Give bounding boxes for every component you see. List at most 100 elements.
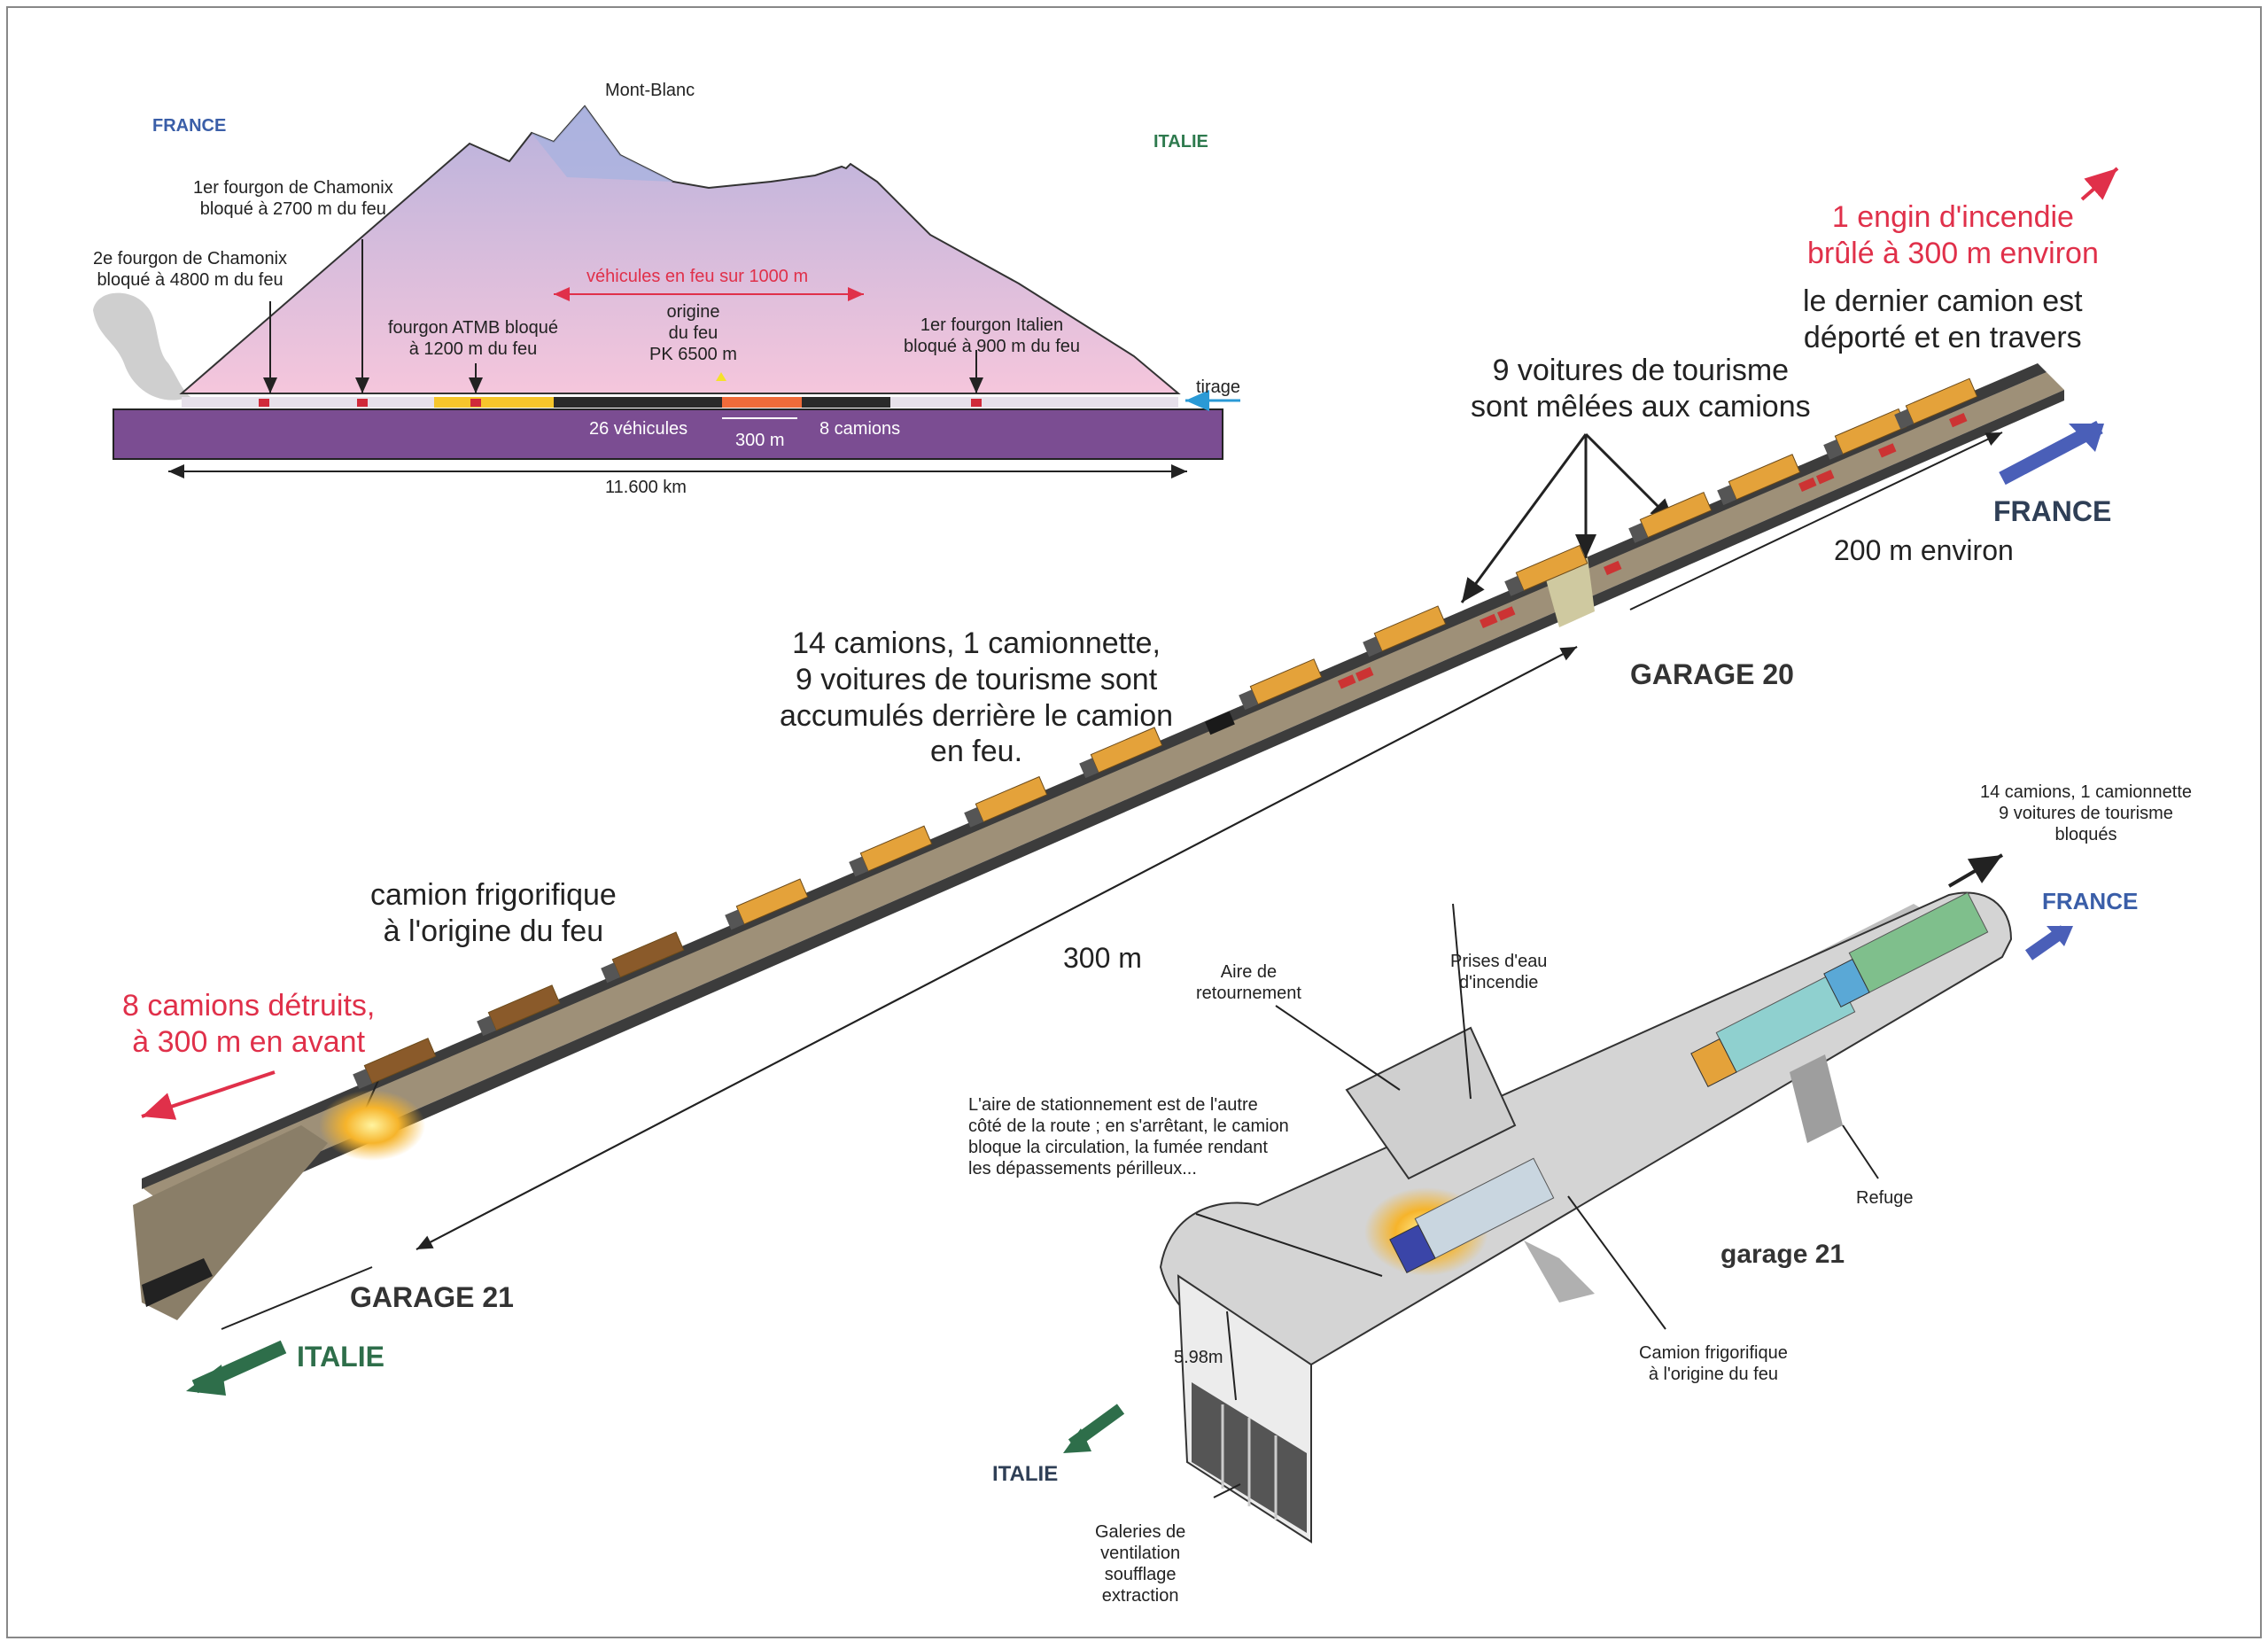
truck-cab [1363, 636, 1382, 657]
garage-20-label: GARAGE 20 [1630, 658, 1794, 690]
galleries-line-4: extraction [1101, 1586, 1179, 1606]
parking-note-label: L'aire de stationnement est de l'autre c… [968, 1094, 1289, 1179]
blocked-line-3: bloqués [2054, 825, 2117, 844]
overview-car [1798, 477, 1817, 493]
turnaround-line-2: retournement [1196, 984, 1301, 1003]
turnaround-bay [1345, 1026, 1517, 1180]
truck-box [1728, 454, 1801, 501]
smoke-plume [93, 292, 190, 401]
overview-car [1878, 443, 1897, 458]
reefer-detail-line-1: Camion frigorifique [1639, 1343, 1788, 1363]
truck-cab [601, 962, 620, 984]
overview-truck [477, 984, 561, 1037]
overview-truck [1894, 377, 1978, 430]
origin-line-3: PK 6500 m [649, 345, 737, 364]
truck-queue [353, 377, 1978, 1090]
span-300-label: 300 m [735, 431, 785, 450]
height-dimension [1226, 1311, 1237, 1401]
overview-italie-label: ITALIE [297, 1341, 384, 1373]
garage-21-recess [1524, 1241, 1595, 1303]
overview-car [1497, 606, 1516, 621]
truck-cab [1079, 758, 1099, 779]
atmb-van-label: fourgon ATMB bloqué à 1200 m du feu [388, 317, 558, 360]
truck-cab [849, 856, 868, 877]
truck-cab [477, 1015, 496, 1037]
distance-200-arrow [1629, 432, 2003, 611]
page-frame [6, 6, 2262, 1638]
tunnel-road-bar [113, 408, 1223, 460]
turnaround-line-1: Aire de [1220, 962, 1278, 982]
fire-origin-label: origine du feu PK 6500 m [649, 301, 737, 365]
accumulated-line-2: 9 voitures de tourisme sont [795, 662, 1158, 696]
truck-cab [1823, 439, 1843, 460]
galleries-line-3: soufflage [1104, 1565, 1177, 1584]
reefer-detail-label: Camion frigorifique à l'origine du feu [1639, 1342, 1788, 1385]
overview-truck [1717, 454, 1801, 506]
truck-box [1515, 544, 1588, 592]
truck-cab [1504, 575, 1524, 596]
van-marker-italian [971, 399, 982, 407]
hydrants-line-2: d'incendie [1458, 973, 1539, 992]
first-italian-van-label: 1er fourgon Italien bloqué à 900 m du fe… [904, 315, 1080, 357]
detail-france-label: FRANCE [2042, 888, 2139, 914]
tunnel-height-label: 5.98m [1174, 1348, 1223, 1367]
hydrant-pointer [1452, 903, 1472, 1100]
mont-blanc-label: Mont-Blanc [605, 81, 695, 100]
destroyed-line-1: 8 camions détruits, [122, 989, 376, 1023]
distance-300-label: 300 m [1063, 942, 1142, 974]
blocked-vehicles-label: 14 camions, 1 camionnette 9 voitures de … [1980, 782, 2192, 845]
overview-truck [1504, 544, 1588, 596]
detail-garage-21-label: garage 21 [1720, 1240, 1845, 1269]
mountain-profile [93, 105, 1240, 478]
fire-glow [319, 1090, 425, 1161]
first-chamonix-van-label: 1er fourgon de Chamonix bloqué à 2700 m … [193, 177, 393, 220]
galleries-line-2: ventilation [1100, 1544, 1181, 1563]
overview-truck [1363, 605, 1447, 657]
reefer-origin-line-2: à l'origine du feu [383, 914, 604, 948]
garage-21-pointer [221, 1266, 373, 1330]
truck-cab [1628, 523, 1648, 543]
second-chamonix-line-2: bloqué à 4800 m du feu [97, 270, 284, 290]
detail-truck-cab [1823, 958, 1870, 1008]
parking-line-3: bloque la circulation, la fumée rendant [968, 1138, 1268, 1157]
destroyed-line-2: à 300 m en avant [132, 1024, 366, 1059]
trucks-8-label: 8 camions [819, 419, 901, 439]
van-marker-1 [357, 399, 368, 407]
cars-pointer-1 [1460, 433, 1588, 603]
detail-italie-arrow-head [1063, 1428, 1091, 1453]
galleries-pointer [1213, 1483, 1241, 1498]
blocked-arrow [1947, 853, 2004, 888]
parking-pointer [1195, 1213, 1383, 1277]
garage-21-label: GARAGE 21 [350, 1281, 514, 1313]
fire-engine-label: 1 engin d'incendie brûlé à 300 m environ [1807, 199, 2099, 272]
origin-line-1: origine [666, 302, 720, 322]
overview-car [1479, 613, 1498, 629]
distance-300-arrow-right [416, 646, 1578, 1250]
tunnel-length-label: 11.600 km [605, 478, 687, 497]
destroyed-arrow [141, 1070, 276, 1120]
atmb-line-2: à 1200 m du feu [408, 339, 538, 359]
parking-line-4: les dépassements périlleux... [968, 1159, 1197, 1178]
tunnel-end-shadow [142, 1258, 213, 1307]
origin-line-2: du feu [668, 323, 718, 343]
turnaround-label: Aire de retournement [1196, 961, 1301, 1004]
overview-truck [725, 878, 809, 930]
refuge-door [1790, 1054, 1843, 1143]
cars-mixed-label: 9 voitures de tourisme sont mêlées aux c… [1471, 353, 1811, 425]
tunnel-segment-clear [182, 397, 434, 408]
blocked-truck-2 [1823, 891, 1989, 1008]
ventilation-galleries-label: Galeries de ventilation soufflage extrac… [1095, 1521, 1185, 1606]
truck-cab [964, 806, 983, 828]
reefer-detail-line-2: à l'origine du feu [1648, 1365, 1778, 1384]
italie-big-arrow-head [186, 1365, 226, 1396]
second-chamonix-van-label: 2e fourgon de Chamonix bloqué à 4800 m d… [93, 248, 287, 291]
cars-pointer-3 [1584, 432, 1676, 525]
accumulated-line-4: en feu. [930, 735, 1023, 769]
refuge-pointer [1842, 1124, 1879, 1179]
hydrants-label: Prises d'eau d'incendie [1450, 951, 1547, 993]
truck-cab [1717, 485, 1736, 506]
last-truck-line-2: déporté et en travers [1803, 320, 2082, 354]
reefer-origin-line-1: camion frigorifique [370, 878, 617, 912]
first-chamonix-line-1: 1er fourgon de Chamonix [193, 178, 393, 198]
